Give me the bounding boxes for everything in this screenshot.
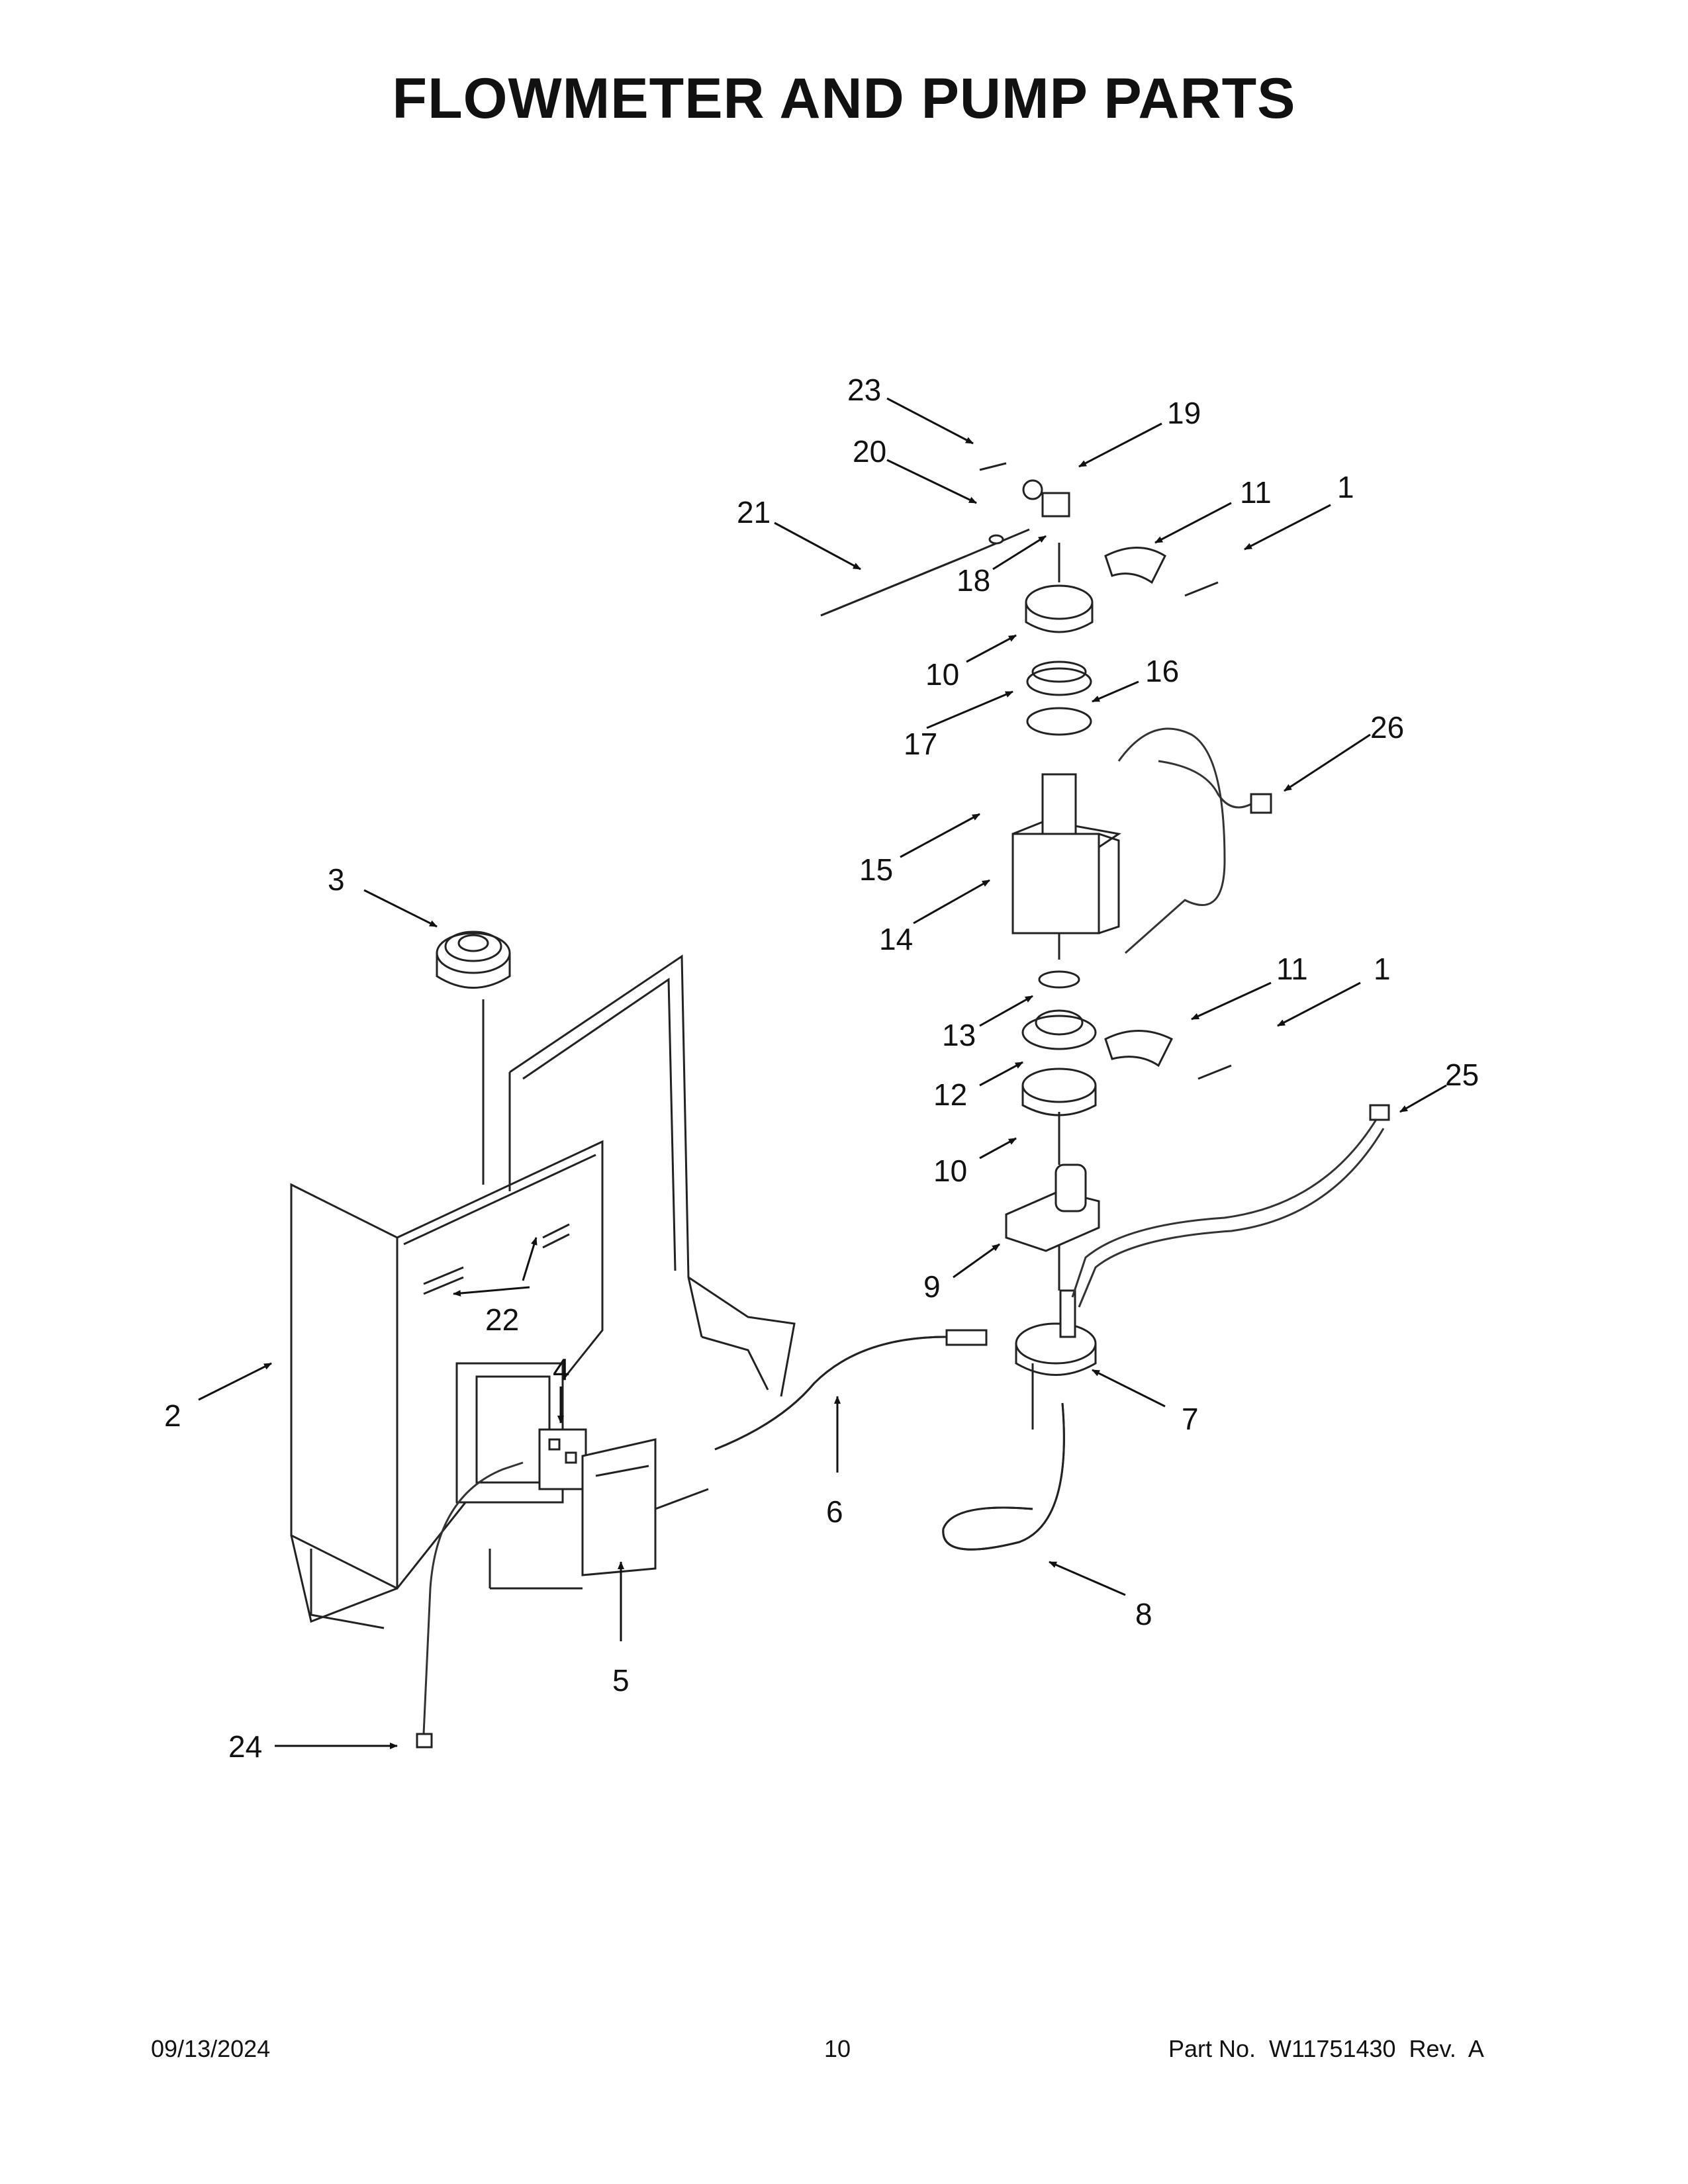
- hose-8: [942, 1402, 1065, 1551]
- callout-2: 2: [164, 1398, 181, 1433]
- callout-22: 22: [485, 1302, 519, 1337]
- callout-20: 20: [853, 434, 886, 469]
- callout-12: 12: [933, 1077, 967, 1112]
- callout-labels: 23 19 20 11 1 21 18 10 16 17 26 15 3 14 …: [164, 373, 1479, 1764]
- callout-7: 7: [1182, 1402, 1199, 1436]
- wire-harness-24: [422, 1461, 524, 1735]
- callout-4: 4: [553, 1352, 570, 1387]
- grommet: [436, 931, 511, 1185]
- callout-9: 9: [923, 1269, 941, 1304]
- callout-17: 17: [904, 727, 937, 761]
- callout-11-lower: 11: [1276, 952, 1308, 986]
- callout-1-lower: 1: [1374, 952, 1391, 986]
- callout-26: 26: [1370, 710, 1404, 745]
- callout-1-upper: 1: [1337, 470, 1354, 504]
- bracket-module: [489, 1428, 709, 1590]
- page-title: FLOWMETER AND PUMP PARTS: [392, 67, 1296, 130]
- callout-19: 19: [1167, 396, 1201, 430]
- footer-date: 09/13/2024: [151, 2035, 271, 2062]
- rod-21: [820, 462, 1030, 617]
- footer-page-number: 10: [824, 2035, 851, 2062]
- callout-6: 6: [826, 1494, 843, 1529]
- flowmeter: [1015, 1289, 1097, 1430]
- tube-6: [714, 1329, 988, 1451]
- callout-16: 16: [1145, 654, 1179, 688]
- wire-harness-26: [1117, 727, 1226, 954]
- wire-harness-25: [1071, 1118, 1378, 1298]
- pump-mount-9: [1005, 1163, 1100, 1252]
- callout-13: 13: [942, 1018, 976, 1052]
- clamps-11: [1104, 547, 1232, 1080]
- callout-21: 21: [737, 495, 771, 529]
- callout-5: 5: [612, 1663, 630, 1698]
- callout-14: 14: [879, 922, 913, 956]
- footer-part-number: Part No. W11751430 Rev. A: [1168, 2035, 1484, 2062]
- callout-3: 3: [328, 862, 345, 897]
- callout-24: 24: [228, 1729, 262, 1764]
- callout-18: 18: [957, 563, 990, 598]
- leader-arrows: [198, 397, 1447, 1749]
- callout-15: 15: [859, 852, 893, 887]
- callout-8: 8: [1135, 1597, 1152, 1631]
- pump-stack: [1011, 479, 1121, 1291]
- rear-frame: [508, 954, 796, 1397]
- callout-10-lower: 10: [933, 1154, 967, 1188]
- callout-10-upper: 10: [925, 657, 959, 692]
- callout-11-upper: 11: [1240, 475, 1272, 510]
- callout-25: 25: [1445, 1058, 1479, 1092]
- callout-23: 23: [847, 373, 881, 407]
